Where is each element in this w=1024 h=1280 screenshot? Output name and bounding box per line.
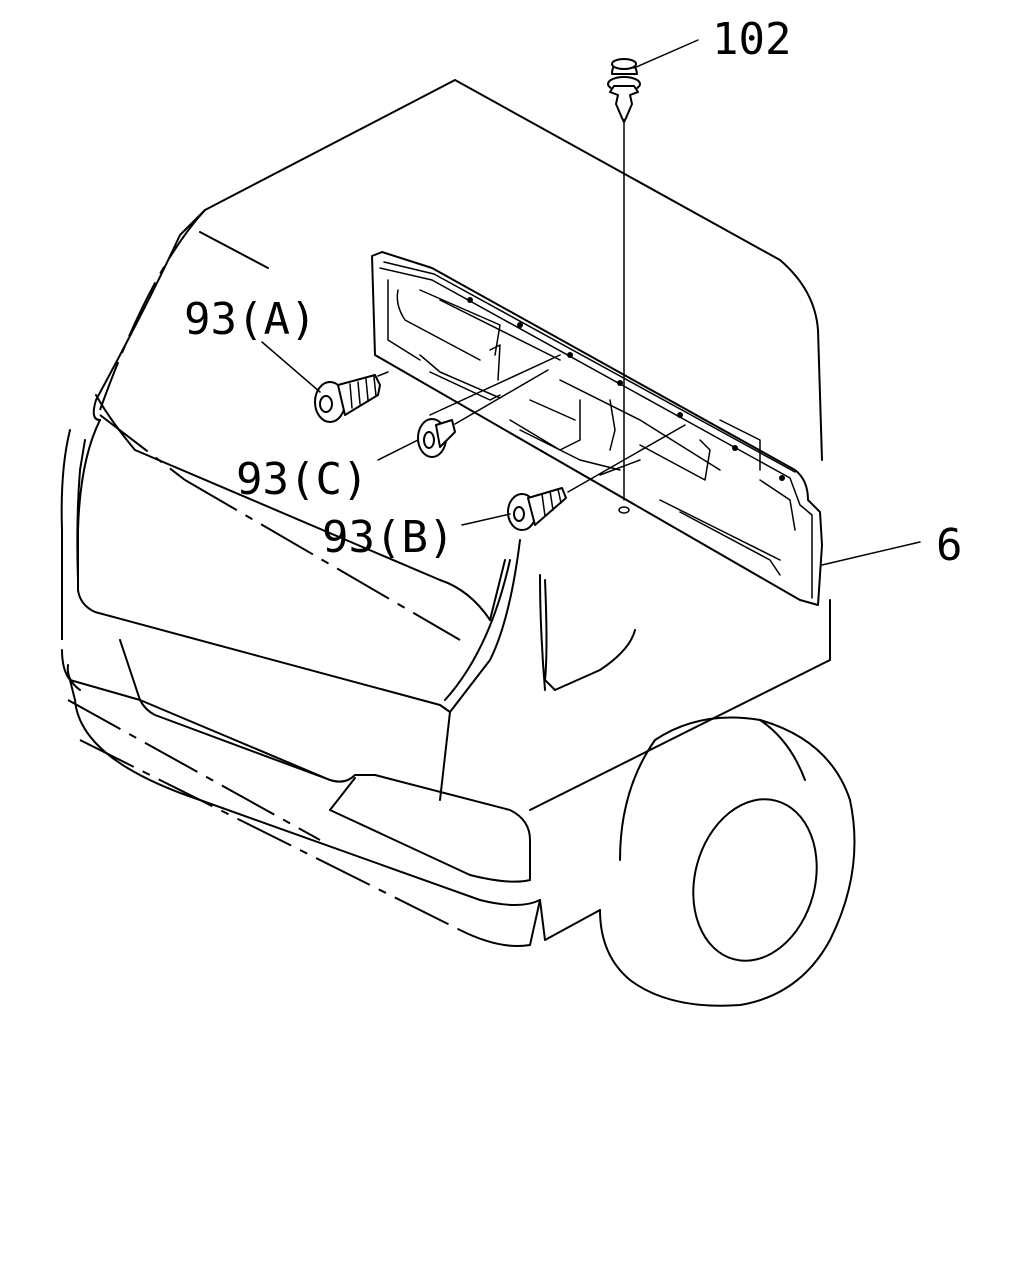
rear-wheel <box>599 716 856 1007</box>
callout-102: 102 <box>712 14 791 65</box>
callout-93c: 93(C) <box>236 454 368 505</box>
callout-6: 6 <box>936 520 963 571</box>
clip-93c <box>417 369 549 458</box>
leader-lines <box>261 39 921 566</box>
callout-93a: 93(A) <box>184 294 316 345</box>
callout-93b: 93(B) <box>322 512 454 563</box>
screw-93a <box>314 354 561 423</box>
push-clip-102 <box>607 58 641 514</box>
screw-93b <box>507 424 686 531</box>
rear-trim-panel <box>371 251 823 606</box>
vehicle-body <box>60 79 831 947</box>
